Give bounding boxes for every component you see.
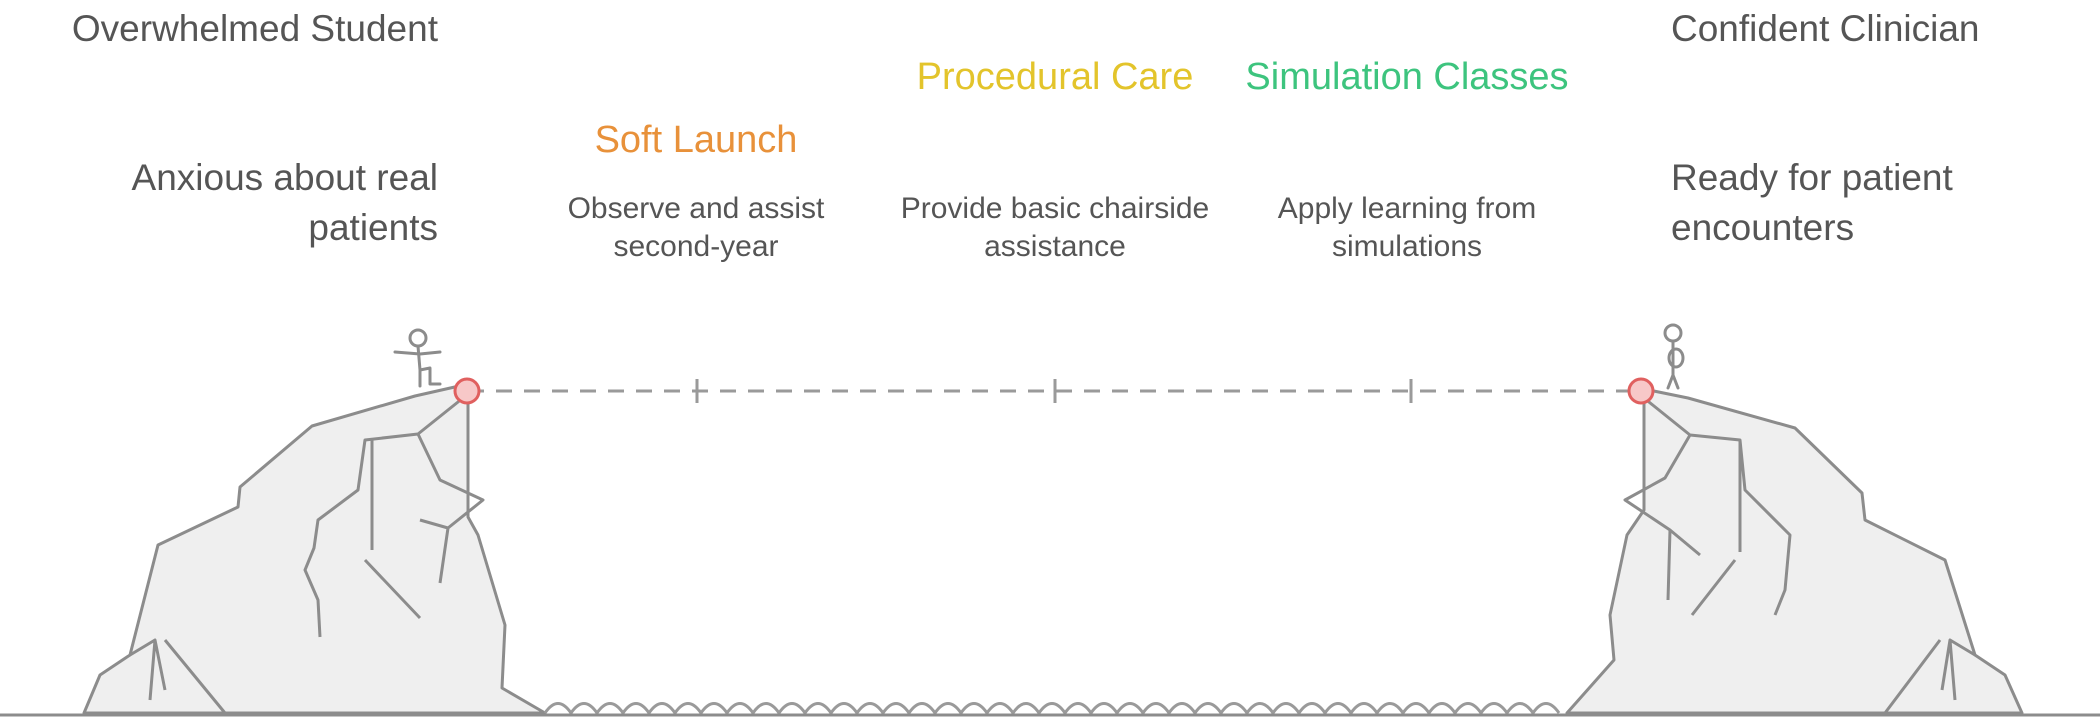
stage-soft-launch-title: Soft Launch bbox=[594, 119, 798, 161]
anchor-point-icon bbox=[453, 377, 481, 405]
stage-simulation-classes-description: Apply learning from simulations bbox=[1277, 192, 1537, 263]
water-waves bbox=[543, 702, 1561, 716]
end-title: Confident Clinician bbox=[1671, 8, 1980, 49]
left-cliff bbox=[82, 382, 547, 715]
end-description: Ready for patient encounters bbox=[1671, 157, 1953, 248]
stage-procedural-care-title: Procedural Care bbox=[916, 56, 1194, 98]
right-cliff bbox=[1565, 387, 2024, 715]
person-standing-icon bbox=[1663, 323, 1685, 390]
start-title: Overwhelmed Student bbox=[71, 8, 438, 49]
person-jumping-icon bbox=[393, 328, 442, 388]
start-description: Anxious about real patients bbox=[131, 157, 438, 248]
stage-simulation-classes-title: Simulation Classes bbox=[1245, 56, 1569, 98]
stage-procedural-care-description: Provide basic chairside assistance bbox=[900, 192, 1210, 263]
anchor-point-icon bbox=[1627, 377, 1655, 405]
stage-soft-launch-description: Observe and assist second-year bbox=[567, 192, 825, 263]
